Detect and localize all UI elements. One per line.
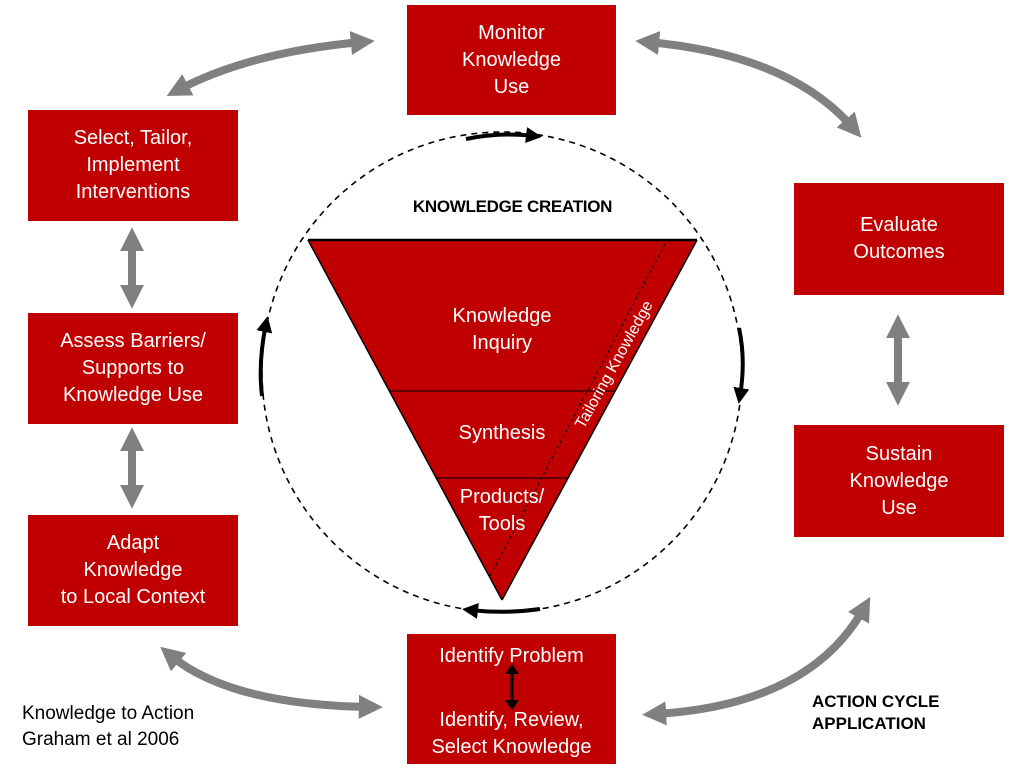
monitor-line-2: Knowledge xyxy=(462,48,561,71)
identify-double-arrow xyxy=(505,664,519,710)
monitor-line-1: Monitor xyxy=(478,21,545,44)
arrow-identify-sustain xyxy=(642,596,871,726)
sustain-line-1: Sustain xyxy=(865,442,933,465)
cycle-arrow-bottom xyxy=(462,602,541,619)
inquiry-line-2: Inquiry xyxy=(471,332,533,354)
knowledge-funnel xyxy=(308,240,697,600)
tailoring-dashed-line xyxy=(488,243,666,579)
select-line-3: Interventions xyxy=(75,181,191,203)
monitor-knowledge-use-box: Monitor Knowledge Use xyxy=(407,5,616,115)
cycle-arrow-left xyxy=(256,316,273,397)
select-line-2: Implement xyxy=(86,154,180,176)
identify-problem-label: Identify Problem xyxy=(439,645,584,667)
identify-review-line-2: Select Knowledge xyxy=(431,736,592,758)
products-tools-label: Products/ Tools xyxy=(412,484,592,538)
arrow-monitor-select xyxy=(166,31,375,96)
knowledge-creation-title: KNOWLEDGE CREATION xyxy=(412,197,613,216)
sustain-line-3: Use xyxy=(881,496,917,519)
products-line-2: Tools xyxy=(478,513,526,535)
select-line-1: Select, Tailor, xyxy=(73,127,193,149)
evaluate-line-1: Evaluate xyxy=(860,214,938,236)
sustain-line-2: Knowledge xyxy=(849,469,949,492)
knowledge-inquiry-label: Knowledge Inquiry xyxy=(412,303,592,357)
funnel-right-edge xyxy=(501,239,698,601)
assess-line-1: Assess Barriers/ xyxy=(60,330,206,352)
synthesis-text: Synthesis xyxy=(458,422,546,444)
arrow-monitor-evaluate xyxy=(635,31,862,138)
assess-barriers-box: Assess Barriers/ Supports to Knowledge U… xyxy=(28,313,238,424)
adapt-line-2: Knowledge xyxy=(83,559,183,581)
adapt-knowledge-box: Adapt Knowledge to Local Context xyxy=(28,515,238,626)
products-line-1: Products/ xyxy=(459,486,545,508)
synthesis-label: Synthesis xyxy=(412,420,592,447)
arrow-adapt-identify xyxy=(160,646,383,719)
assess-line-2: Supports to xyxy=(81,357,185,379)
assess-line-3: Knowledge Use xyxy=(62,384,204,406)
identify-review-line-1: Identify, Review, xyxy=(439,709,584,731)
evaluate-line-2: Outcomes xyxy=(853,241,945,263)
adapt-line-3: to Local Context xyxy=(60,586,206,608)
action-cycle-line-1: ACTION CYCLE xyxy=(812,692,940,711)
adapt-line-1: Adapt xyxy=(106,532,160,554)
cycle-arrow-top xyxy=(465,127,542,144)
citation-line-2: Graham et al 2006 xyxy=(22,729,180,750)
sustain-knowledge-use-box: Sustain Knowledge Use xyxy=(794,425,1004,537)
citation: Knowledge to Action Graham et al 2006 xyxy=(22,701,194,753)
funnel-left-edge xyxy=(307,239,503,601)
action-cycle-line-2: APPLICATION xyxy=(812,714,926,733)
citation-line-1: Knowledge to Action xyxy=(22,703,195,724)
inquiry-line-1: Knowledge xyxy=(452,305,552,327)
evaluate-outcomes-box: Evaluate Outcomes xyxy=(794,183,1004,295)
select-tailor-implement-box: Select, Tailor, Implement Interventions xyxy=(28,110,238,221)
action-cycle-label: ACTION CYCLE APPLICATION xyxy=(812,691,940,735)
monitor-line-3: Use xyxy=(493,75,530,98)
cycle-arrow-right xyxy=(733,327,750,404)
